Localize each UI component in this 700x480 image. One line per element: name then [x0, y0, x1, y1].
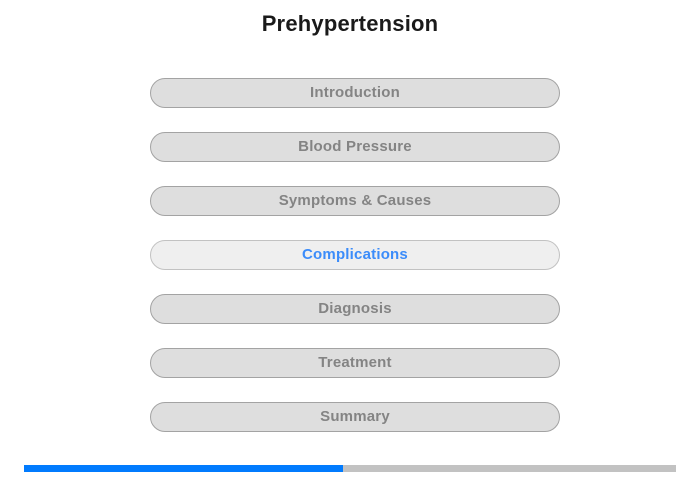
nav-button-diagnosis[interactable]: Diagnosis — [150, 294, 560, 324]
progress-bar[interactable] — [24, 465, 676, 472]
nav-button-summary[interactable]: Summary — [150, 402, 560, 432]
nav-button-symptoms-causes[interactable]: Symptoms & Causes — [150, 186, 560, 216]
nav-button-complications[interactable]: Complications — [150, 240, 560, 270]
nav-button-blood-pressure[interactable]: Blood Pressure — [150, 132, 560, 162]
progress-bar-fill — [24, 465, 344, 472]
nav-button-treatment[interactable]: Treatment — [150, 348, 560, 378]
nav-button-introduction[interactable]: Introduction — [150, 78, 560, 108]
page-title: Prehypertension — [261, 11, 439, 36]
